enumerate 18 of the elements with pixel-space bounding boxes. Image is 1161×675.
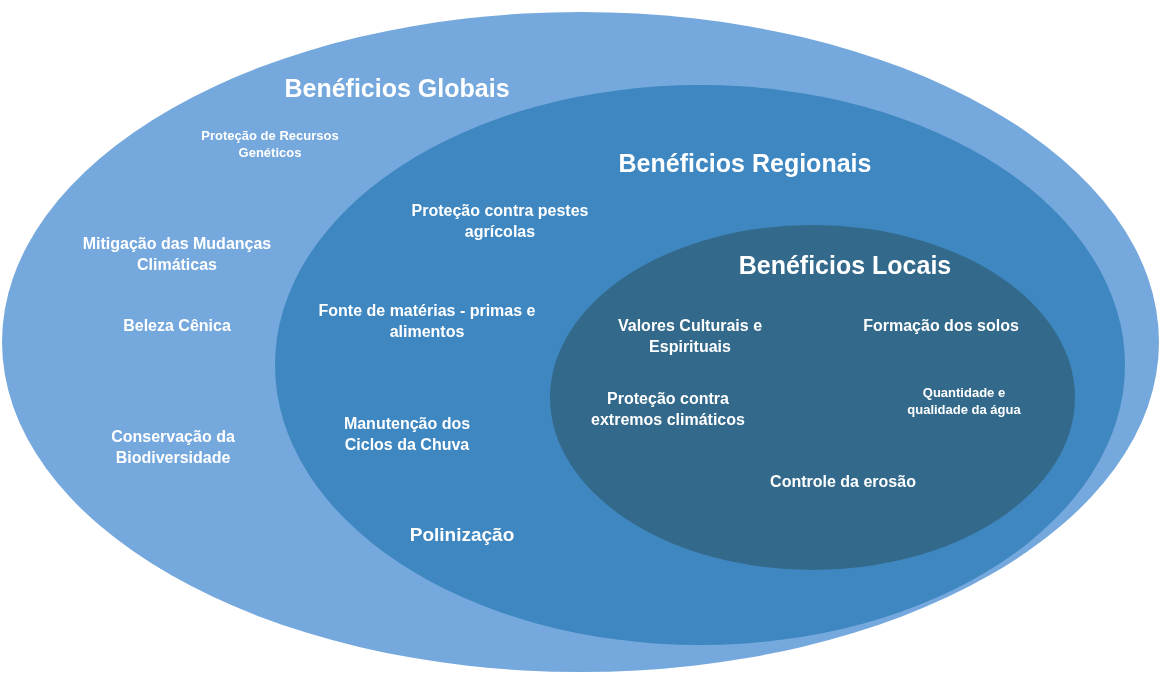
benefit-text: Polinização	[408, 522, 516, 547]
region-heading: Benéficios Globais	[283, 72, 511, 104]
benefit-text: Proteção de Recursos Genéticos	[200, 128, 340, 162]
benefit-text: Proteção contra pestes agrícolas	[410, 201, 590, 242]
outer-ellipse	[2, 12, 1159, 672]
benefit-text: Manutenção dos Ciclos da Chuva	[342, 414, 472, 455]
benefit-text: Formação dos solos	[862, 315, 1020, 336]
region-heading: Benéficios Locais	[737, 249, 953, 281]
inner-ellipse	[550, 225, 1075, 570]
benefit-text: Controle da erosão	[769, 471, 917, 492]
benefit-text: Proteção contra extremos climáticos	[590, 389, 746, 430]
benefit-text: Valores Culturais e Espirituais	[616, 316, 764, 357]
benefit-text: Conservação da Biodiversidade	[110, 427, 236, 468]
benefit-text: Fonte de matérias - primas e alimentos	[317, 301, 537, 342]
benefit-text: Mitigação das Mudanças Climáticas	[81, 234, 273, 275]
region-heading: Benéficios Regionais	[617, 147, 873, 179]
benefit-text: Beleza Cênica	[122, 315, 232, 336]
benefit-text: Quantidade e qualidade da água	[906, 385, 1022, 419]
